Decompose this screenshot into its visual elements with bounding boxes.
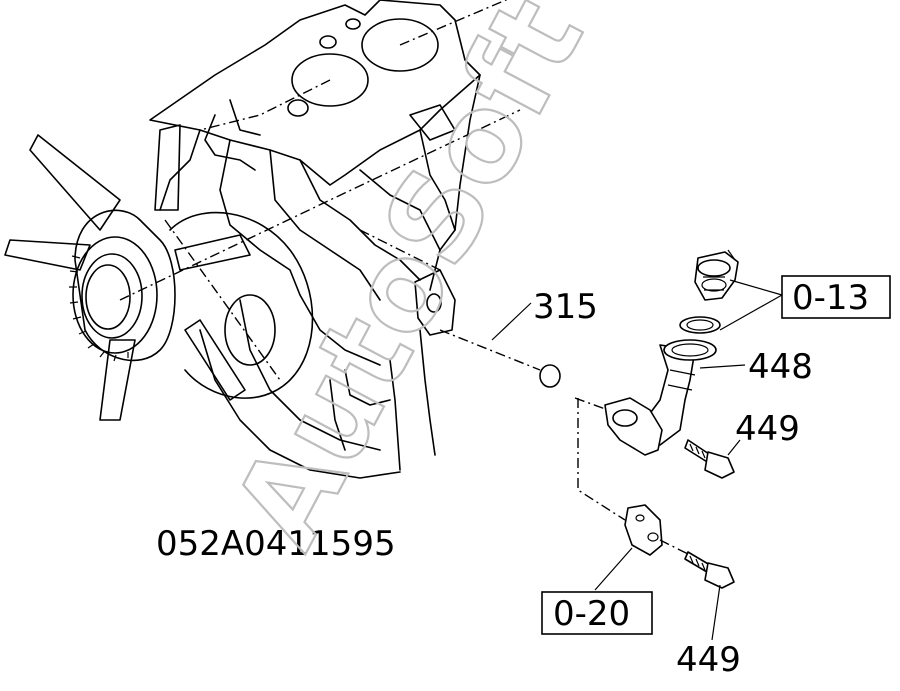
cover-plate-part	[594, 504, 663, 591]
thermostat-part	[679, 249, 783, 334]
engine-block	[119, 0, 521, 479]
label-448: 448	[748, 347, 813, 387]
label-0-20[interactable]: 0-20	[553, 594, 630, 634]
label-449-upper: 449	[735, 409, 800, 449]
water-pipe-part	[574, 339, 746, 521]
fan-assembly	[4, 124, 314, 421]
o-ring-part	[439, 302, 561, 388]
label-315: 315	[533, 287, 598, 327]
label-0-13[interactable]: 0-13	[792, 278, 869, 318]
bolt-upper-part	[684, 439, 741, 479]
ref-box-0-13[interactable]	[781, 275, 891, 319]
diagram-code: 052A0411595	[156, 524, 396, 564]
bolt-lower-part	[659, 539, 735, 641]
ref-box-0-20[interactable]	[541, 591, 653, 635]
watermark-text: AutoSoft	[208, 0, 611, 569]
label-449-lower: 449	[676, 640, 741, 680]
